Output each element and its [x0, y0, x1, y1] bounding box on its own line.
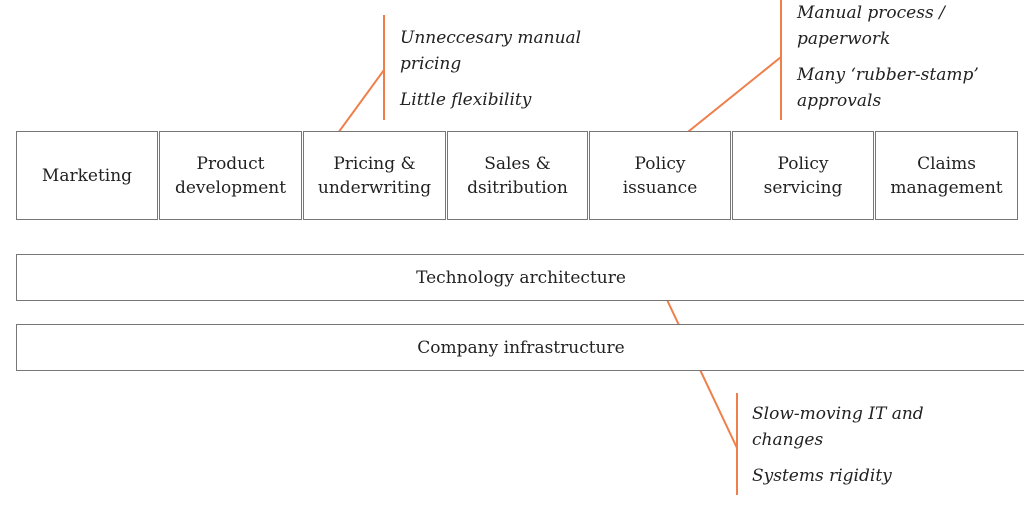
stage-label: development — [174, 177, 287, 198]
stage-label: Sales & — [484, 153, 551, 174]
stage-label: management — [890, 177, 1003, 198]
stage-label: dsitribution — [467, 177, 568, 198]
issuance-pain-point-1: Manual process / paperwork — [797, 3, 945, 49]
stage-label: Policy — [634, 153, 686, 174]
technology-pain-point-1: Slow-moving IT and changes — [752, 404, 924, 450]
stage-policy-servicing: Policy servicing — [732, 131, 874, 220]
stage-label: Policy — [777, 153, 829, 174]
stage-policy-issuance: Policy issuance — [589, 131, 731, 220]
stage-label: underwriting — [317, 177, 432, 198]
pricing-pain-point-2: Little flexibility — [400, 90, 532, 110]
layer-label: Technology architecture — [416, 267, 626, 288]
layer-label: Company infrastructure — [417, 337, 625, 358]
stage-label: Product — [196, 153, 265, 174]
stage-label: issuance — [622, 177, 698, 198]
stage-pricing-underwriting: Pricing & underwriting — [303, 131, 446, 220]
company-infrastructure-layer: Company infrastructure — [16, 324, 1024, 371]
technology-architecture-layer: Technology architecture — [16, 254, 1024, 301]
stage-sales-distribution: Sales & dsitribution — [447, 131, 588, 220]
stage-label: Marketing — [41, 165, 133, 186]
stage-label: Claims — [917, 153, 976, 174]
stage-marketing: Marketing — [16, 131, 158, 220]
stage-claims-management: Claims management — [875, 131, 1018, 220]
stage-label: Pricing & — [333, 153, 416, 174]
technology-pain-point-2: Systems rigidity — [752, 466, 892, 486]
stage-product-development: Product development — [159, 131, 302, 220]
pricing-pain-point-1: Unneccesary manual pricing — [400, 28, 582, 74]
stage-label: servicing — [763, 177, 843, 198]
issuance-pain-point-2: Many ‘rubber-stamp’ approvals — [797, 65, 979, 111]
